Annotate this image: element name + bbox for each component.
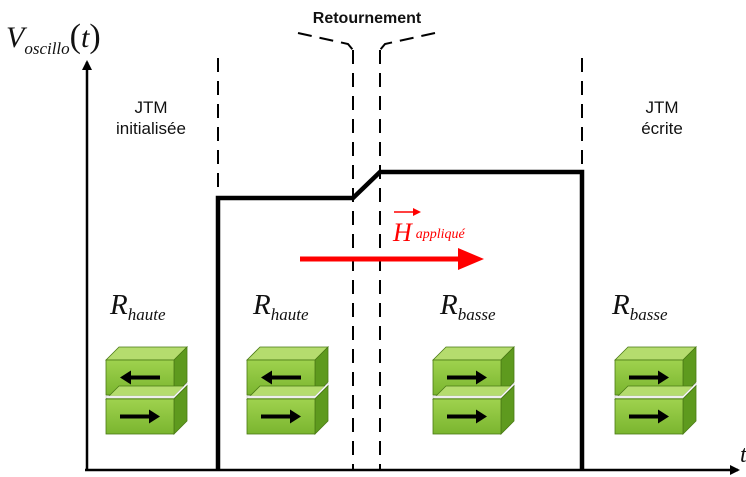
magnetization-top-arrow-icon	[120, 370, 160, 385]
magnetization-bottom-arrow-icon	[447, 409, 487, 424]
state-initial-line2: initialisée	[116, 119, 186, 138]
state-written-line1: JTM	[645, 98, 679, 117]
signal-trace	[215, 169, 585, 470]
magnetization-top-arrow-icon	[629, 370, 669, 385]
mtj-cube	[614, 346, 697, 435]
resistance-label-3: Rbasse	[439, 289, 496, 324]
state-initial-label: JTM initialisée	[96, 97, 206, 139]
mtj-cube	[105, 346, 188, 435]
magnetization-top-arrow-icon	[447, 370, 487, 385]
reversal-title: Retournement	[312, 10, 422, 27]
resistance-label-4: Rbasse	[611, 289, 668, 324]
field-arrow	[300, 248, 484, 270]
state-written-label: JTM écrite	[607, 97, 717, 139]
magnetization-top-arrow-icon	[261, 370, 301, 385]
x-axis-label: t	[740, 442, 746, 468]
magnetization-bottom-arrow-icon	[261, 409, 301, 424]
mtj-cube	[246, 346, 329, 435]
resistance-label-1: Rhaute	[109, 289, 166, 324]
resistance-label-2: Rhaute	[252, 289, 309, 324]
mtj-cubes	[105, 346, 697, 435]
reversal-bracket-left	[297, 32, 354, 51]
magnetization-bottom-arrow-icon	[629, 409, 669, 424]
mtj-cube	[432, 346, 515, 435]
y-axis-label: Voscillo(t)	[6, 18, 101, 58]
state-written-line2: écrite	[641, 119, 683, 138]
state-initial-line1: JTM	[134, 98, 168, 117]
magnetization-bottom-arrow-icon	[120, 409, 160, 424]
reversal-bracket-right	[379, 32, 436, 51]
